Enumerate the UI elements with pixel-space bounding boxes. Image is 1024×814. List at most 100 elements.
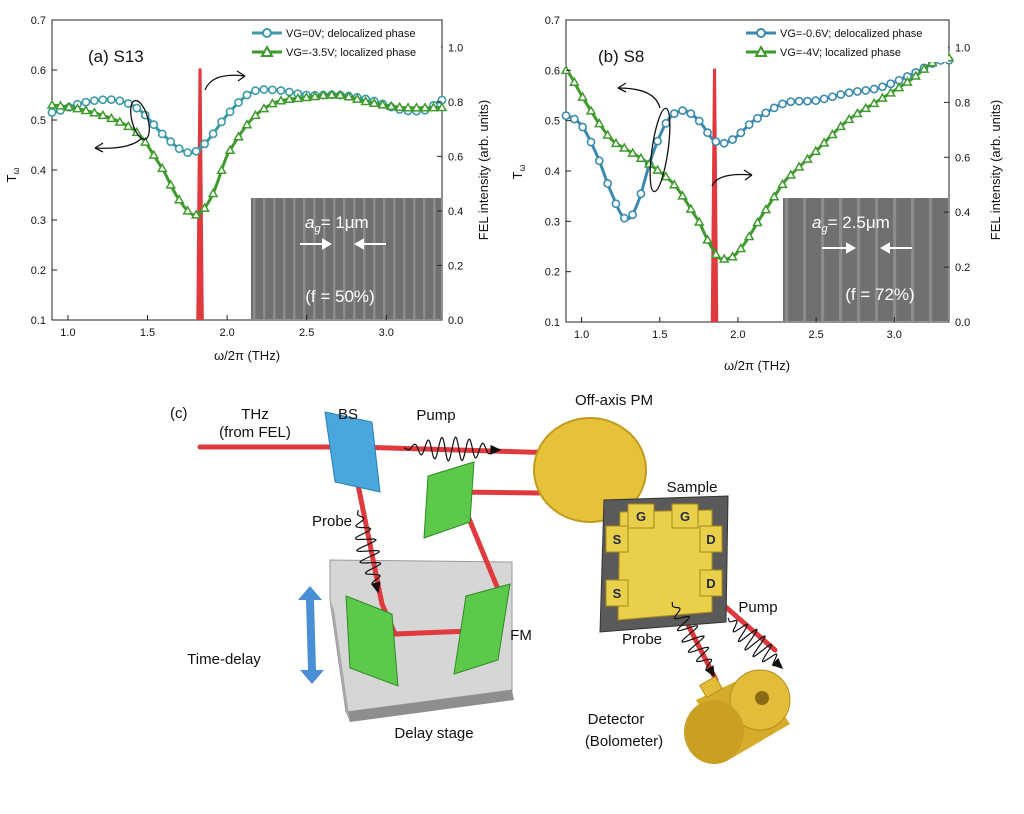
y-tick-label: 0.4 (31, 165, 46, 177)
delay-stage-label: Delay stage (394, 725, 473, 742)
data-point (753, 113, 762, 123)
data-point (411, 102, 422, 112)
data-point (132, 103, 142, 113)
pad-label: D (706, 532, 715, 547)
grating-stripe (283, 198, 286, 319)
y-right-tick-label: 1.0 (955, 42, 970, 54)
data-point (251, 86, 260, 96)
data-point (217, 117, 226, 127)
data-point (318, 89, 329, 100)
data-point (703, 128, 712, 138)
data-point (234, 98, 243, 107)
data-point (97, 109, 109, 120)
data-point (811, 96, 821, 105)
wave-arrowhead (490, 444, 502, 455)
panel-label: (c) (170, 405, 188, 422)
x-tick-label: 1.0 (60, 327, 75, 339)
data-point (677, 190, 688, 200)
data-point (844, 88, 854, 98)
data-point (292, 92, 304, 103)
data-point (710, 248, 722, 259)
data-point (200, 139, 210, 149)
data-point (258, 103, 270, 113)
y-tick-label: 0.5 (545, 116, 560, 128)
grating-stripe (803, 198, 807, 321)
data-point (114, 116, 126, 126)
pad-label: G (636, 509, 646, 524)
grating-stripe (373, 198, 376, 319)
data-point (877, 82, 887, 92)
x-tick-label: 1.5 (140, 327, 155, 339)
data-point (727, 251, 738, 261)
y-tick-label: 0.7 (545, 15, 560, 27)
data-point (744, 120, 754, 129)
x-axis-label: ω/2π (THz) (724, 358, 790, 373)
data-point (611, 199, 621, 209)
series-group (560, 52, 955, 323)
data-point (106, 95, 116, 105)
data-point (786, 97, 796, 107)
data-point (660, 171, 672, 181)
data-point (702, 234, 713, 244)
data-point (927, 57, 938, 67)
data-point (81, 97, 91, 107)
data-point (635, 152, 647, 162)
pump-wave-packet (727, 617, 783, 669)
data-point (803, 96, 812, 106)
data-point (793, 161, 805, 171)
beam-splitter-label: BS (338, 406, 358, 423)
pad-label: S (613, 586, 622, 601)
data-point (233, 131, 244, 141)
grating-stripe (293, 198, 296, 319)
pump-label: Pump (416, 407, 455, 424)
data-point (207, 188, 219, 198)
bolometer-detector (684, 669, 791, 764)
data-point (693, 216, 705, 226)
data-point (694, 116, 704, 126)
data-point (343, 91, 355, 101)
data-point (191, 146, 201, 156)
data-point (334, 89, 346, 99)
data-point (55, 100, 66, 110)
data-point (643, 158, 655, 168)
data-point (368, 97, 380, 107)
data-point (618, 142, 630, 152)
data-point (594, 156, 604, 166)
data-point (47, 108, 57, 117)
data-point (402, 102, 414, 112)
x-tick-label: 1.5 (652, 329, 667, 341)
data-point (760, 204, 772, 214)
sample-pads: G G S D D S (605, 503, 723, 607)
y-axis-label-left: Tω (4, 168, 21, 183)
grating-stripe (821, 198, 825, 321)
data-point (828, 92, 837, 102)
data-point (836, 90, 846, 99)
off-axis-mirror (533, 417, 647, 523)
grating-stripe (423, 198, 426, 319)
flat-mirror (423, 461, 475, 539)
grating-stripe (383, 198, 386, 319)
fill-factor-label: (f = 50%) (305, 287, 374, 306)
data-point (586, 137, 596, 147)
y-axis-label-right: FEL intensity (arb. units) (476, 100, 491, 240)
legend: VG=-0.6V; delocalized phase VG=-4V; loca… (744, 22, 948, 62)
y-axis-label-right: FEL intensity (arb. units) (988, 100, 1003, 240)
legend-marker-triangle (260, 44, 274, 57)
data-point (72, 103, 83, 113)
y-tick-label: 0.4 (545, 166, 560, 178)
fill-factor-label: (f = 72%) (845, 285, 914, 304)
gap-arrows (822, 242, 912, 254)
data-point (594, 118, 605, 128)
data-point (636, 189, 646, 199)
y-tick-label: 0.1 (31, 315, 46, 327)
y-right-tick-label: 1.0 (448, 42, 463, 54)
data-point (794, 96, 804, 106)
wave-packets (354, 436, 784, 678)
data-point (80, 104, 92, 115)
data-point (752, 216, 763, 227)
grating-stripe (875, 198, 879, 321)
data-point (123, 120, 134, 131)
data-point (785, 169, 797, 179)
data-point (711, 137, 721, 146)
